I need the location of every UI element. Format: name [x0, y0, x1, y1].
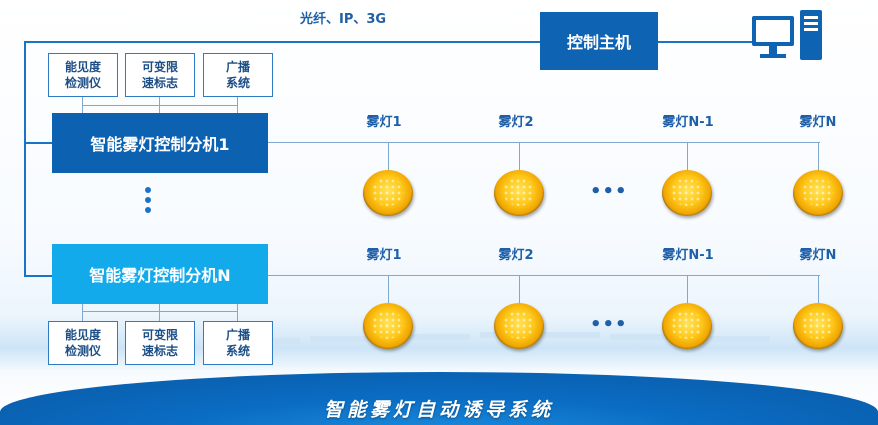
- lamp-label: 雾灯2: [498, 115, 534, 130]
- branch-n-line: [24, 275, 52, 277]
- lamp-drop: [687, 142, 688, 170]
- fog-lamp-icon: [793, 170, 843, 216]
- lamp-label: 雾灯1: [366, 248, 402, 263]
- ellipsis-dots: •••: [590, 314, 628, 335]
- variable-speed-sign-box: 可变限 速标志: [125, 53, 195, 97]
- lamp-label: 雾灯N: [799, 248, 837, 263]
- lamp-drop: [519, 142, 520, 170]
- bottom-devices-connector: [82, 311, 238, 312]
- fog-lamp-icon: [363, 170, 413, 216]
- device-connector: [82, 304, 83, 321]
- lamp-bus-1: [268, 142, 820, 143]
- lamp-drop: [687, 275, 688, 303]
- branch-1-line: [24, 142, 52, 144]
- fog-lamp-icon: [793, 303, 843, 349]
- lamp-drop: [818, 142, 819, 170]
- backbone-top-line: [24, 41, 540, 43]
- host-to-pc-line: [658, 41, 754, 43]
- lamp-drop: [388, 142, 389, 170]
- lamp-label: 雾灯N-1: [662, 248, 714, 263]
- control-host-box: 控制主机: [540, 12, 658, 70]
- device-connector: [237, 95, 238, 113]
- fog-lamp-icon: [662, 170, 712, 216]
- lamp-drop: [388, 275, 389, 303]
- lamp-label: 雾灯N-1: [662, 115, 714, 130]
- backbone-left-line: [24, 41, 26, 277]
- controller-1-box: 智能雾灯控制分机1: [52, 113, 268, 173]
- visibility-detector-box: 能见度 检测仪: [48, 53, 118, 97]
- ellipsis-dots: •••: [590, 181, 628, 202]
- fog-lamp-icon: [494, 170, 544, 216]
- top-devices-connector: [82, 105, 238, 106]
- lamp-drop: [818, 275, 819, 303]
- lamp-label: 雾灯2: [498, 248, 534, 263]
- lamp-label: 雾灯N: [799, 115, 837, 130]
- broadcast-system-box: 广播 系统: [203, 321, 273, 365]
- lamp-bus-n: [268, 275, 820, 276]
- connection-label: 光纤、IP、3G: [300, 12, 387, 27]
- device-connector: [159, 95, 160, 113]
- lamp-label: 雾灯1: [366, 115, 402, 130]
- controller-n-box: 智能雾灯控制分机N: [52, 244, 268, 304]
- device-connector: [237, 304, 238, 321]
- lamp-drop: [519, 275, 520, 303]
- banner-title: 智能雾灯自动诱导系统: [323, 399, 554, 421]
- fog-lamp-icon: [363, 303, 413, 349]
- broadcast-system-box: 广播 系统: [203, 53, 273, 97]
- device-connector: [82, 95, 83, 113]
- device-connector: [159, 304, 160, 321]
- desktop-computer-icon: [752, 10, 822, 60]
- vertical-ellipsis: [145, 187, 151, 217]
- fog-lamp-icon: [662, 303, 712, 349]
- fog-lamp-icon: [494, 303, 544, 349]
- variable-speed-sign-box: 可变限 速标志: [125, 321, 195, 365]
- visibility-detector-box: 能见度 检测仪: [48, 321, 118, 365]
